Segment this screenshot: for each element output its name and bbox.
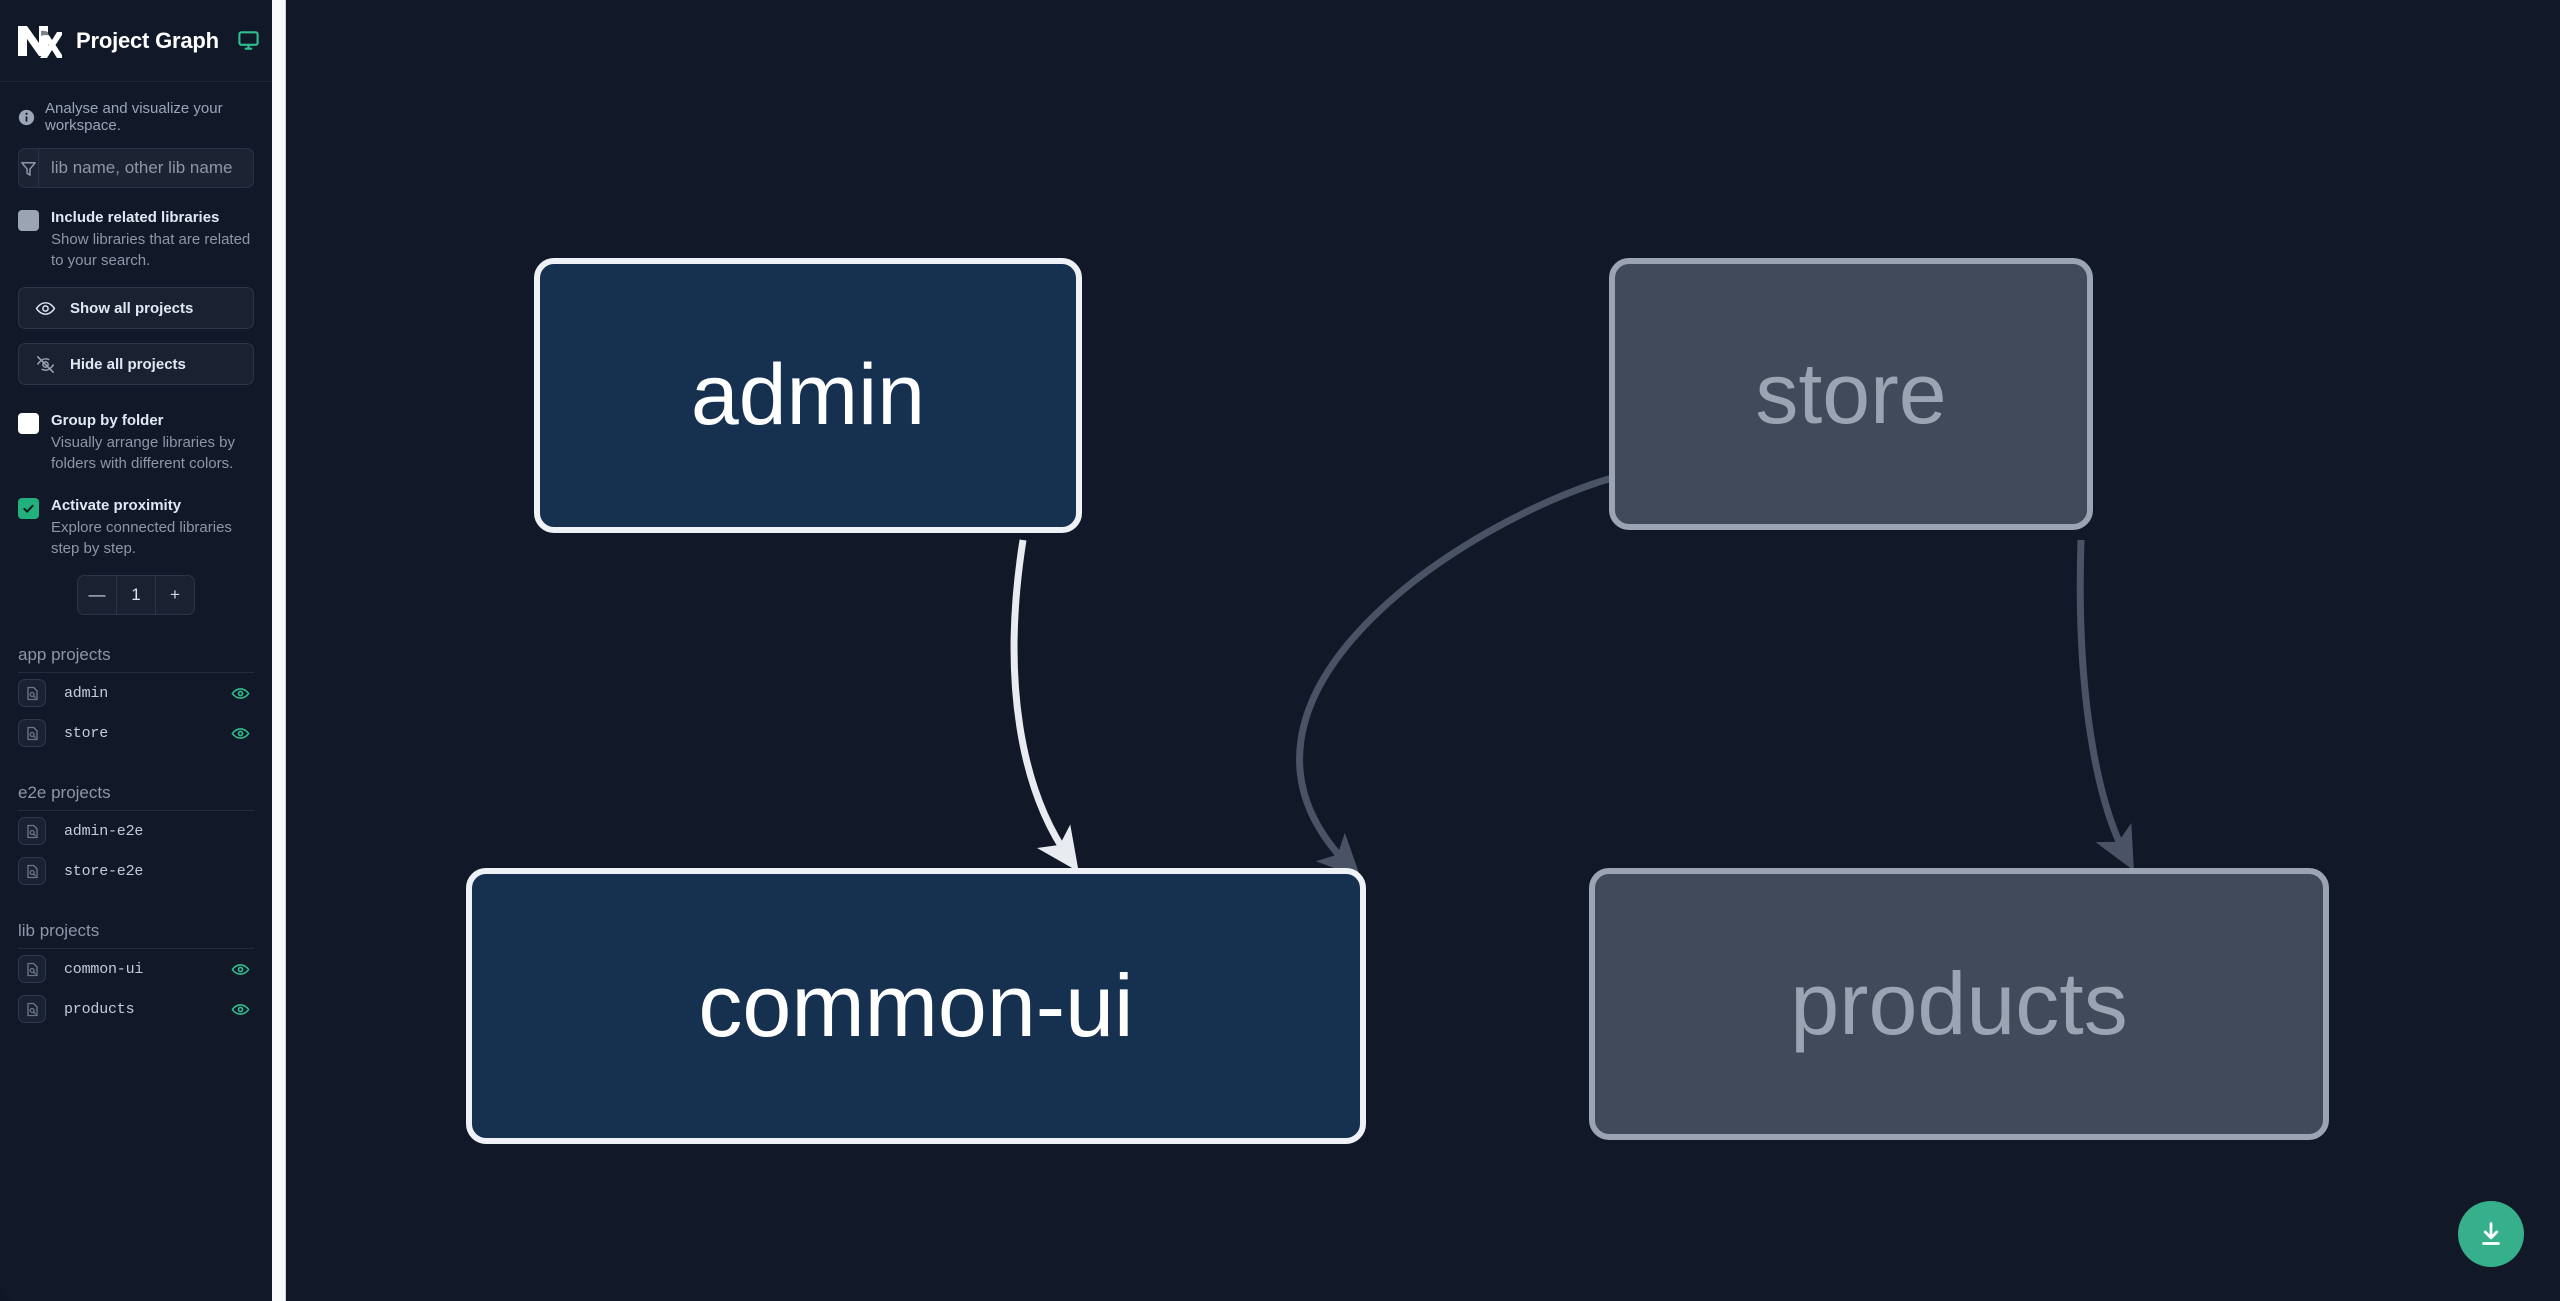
project-name: products (64, 1000, 135, 1018)
option-activate-proximity[interactable]: Activate proximity Explore connected lib… (18, 492, 254, 561)
subtitle-text: Analyse and visualize your workspace. (45, 100, 223, 134)
sidebar: Project Graph Analyse and visualize your… (0, 0, 272, 1301)
node-label: admin (690, 347, 926, 443)
project-visibility-placeholder (231, 822, 250, 841)
graph-edges (1010, 474, 2134, 879)
project-file-icon (18, 719, 46, 747)
proximity-stepper[interactable]: — 1 + (77, 575, 195, 615)
option-group-by-folder[interactable]: Group by folder Visually arrange librari… (18, 407, 254, 476)
download-icon (2482, 1222, 2500, 1245)
graph-canvas[interactable]: admin store common-ui products (286, 0, 2560, 1301)
subtitle-row: Analyse and visualize your workspace. (0, 82, 272, 148)
info-icon (18, 109, 35, 126)
project-name: store (64, 724, 109, 742)
eye-slash-icon (36, 355, 55, 373)
search-input[interactable] (39, 149, 253, 187)
project-visibility-eye-icon[interactable] (231, 684, 250, 703)
project-file-icon (18, 857, 46, 885)
panel-divider[interactable] (272, 0, 286, 1301)
option-label: Group by folder (51, 412, 164, 429)
option-include-related-libraries[interactable]: Include related libraries Show libraries… (18, 204, 254, 273)
node-label: store (1755, 345, 1947, 442)
check-icon (23, 504, 34, 513)
hide-all-projects-button[interactable]: Hide all projects (18, 343, 254, 385)
graph-node-admin[interactable]: admin (534, 258, 1082, 533)
show-all-projects-label: Show all projects (70, 299, 194, 317)
option-description: Visually arrange libraries by folders wi… (51, 434, 235, 472)
project-row-common-ui[interactable]: common-ui (18, 949, 254, 989)
option-description: Explore connected libraries step by step… (51, 519, 232, 557)
option-label: Include related libraries (51, 209, 220, 226)
checkbox-include-related-libraries[interactable] (18, 210, 39, 231)
project-row-store[interactable]: store (18, 713, 254, 753)
graph-node-common-ui[interactable]: common-ui (466, 868, 1366, 1144)
graph-node-store[interactable]: store (1609, 258, 2093, 530)
project-visibility-eye-icon[interactable] (231, 724, 250, 743)
project-row-store-e2e[interactable]: store-e2e (18, 851, 254, 891)
option-label: Activate proximity (51, 497, 182, 514)
project-row-admin[interactable]: admin (18, 673, 254, 713)
project-name: store-e2e (64, 862, 144, 880)
node-label: products (1790, 954, 2128, 1053)
project-visibility-placeholder (231, 862, 250, 881)
project-file-icon (18, 679, 46, 707)
filter-icon[interactable] (19, 149, 39, 187)
proximity-value: 1 (116, 576, 155, 614)
page-title: Project Graph (76, 27, 219, 53)
edge-store-to-products (2076, 539, 2134, 871)
proximity-increment-button[interactable]: + (155, 576, 194, 614)
sidebar-body: Include related libraries Show libraries… (0, 148, 272, 1029)
node-label: common-ui (698, 956, 1134, 1055)
project-visibility-eye-icon[interactable] (231, 1000, 250, 1019)
computer-desktop-icon[interactable] (233, 29, 260, 52)
nx-logo-icon (16, 20, 62, 62)
eye-icon (35, 301, 56, 315)
graph-node-products[interactable]: products (1589, 868, 2329, 1140)
checkbox-activate-proximity[interactable] (18, 498, 39, 519)
project-name: admin (64, 684, 109, 702)
edge-store-to-common-ui (1296, 474, 1613, 879)
project-file-icon (18, 955, 46, 983)
download-graph-button[interactable] (2458, 1201, 2524, 1267)
project-visibility-eye-icon[interactable] (231, 960, 250, 979)
checkbox-group-by-folder[interactable] (18, 413, 39, 434)
project-file-icon (18, 817, 46, 845)
project-name: common-ui (64, 960, 144, 978)
project-name: admin-e2e (64, 822, 144, 840)
group-title-e2e-projects: e2e projects (18, 783, 254, 811)
show-all-projects-button[interactable]: Show all projects (18, 287, 254, 329)
group-title-lib-projects: lib projects (18, 921, 254, 949)
group-title-app-projects: app projects (18, 645, 254, 673)
proximity-decrement-button[interactable]: — (88, 585, 106, 604)
edge-admin-to-common-ui (1010, 539, 1079, 872)
project-row-products[interactable]: products (18, 989, 254, 1029)
project-file-icon (18, 995, 46, 1023)
search-field-wrapper[interactable] (18, 148, 254, 188)
hide-all-projects-label: Hide all projects (70, 355, 186, 373)
sidebar-header: Project Graph (0, 0, 272, 82)
option-description: Show libraries that are related to your … (51, 231, 251, 269)
project-row-admin-e2e[interactable]: admin-e2e (18, 811, 254, 851)
